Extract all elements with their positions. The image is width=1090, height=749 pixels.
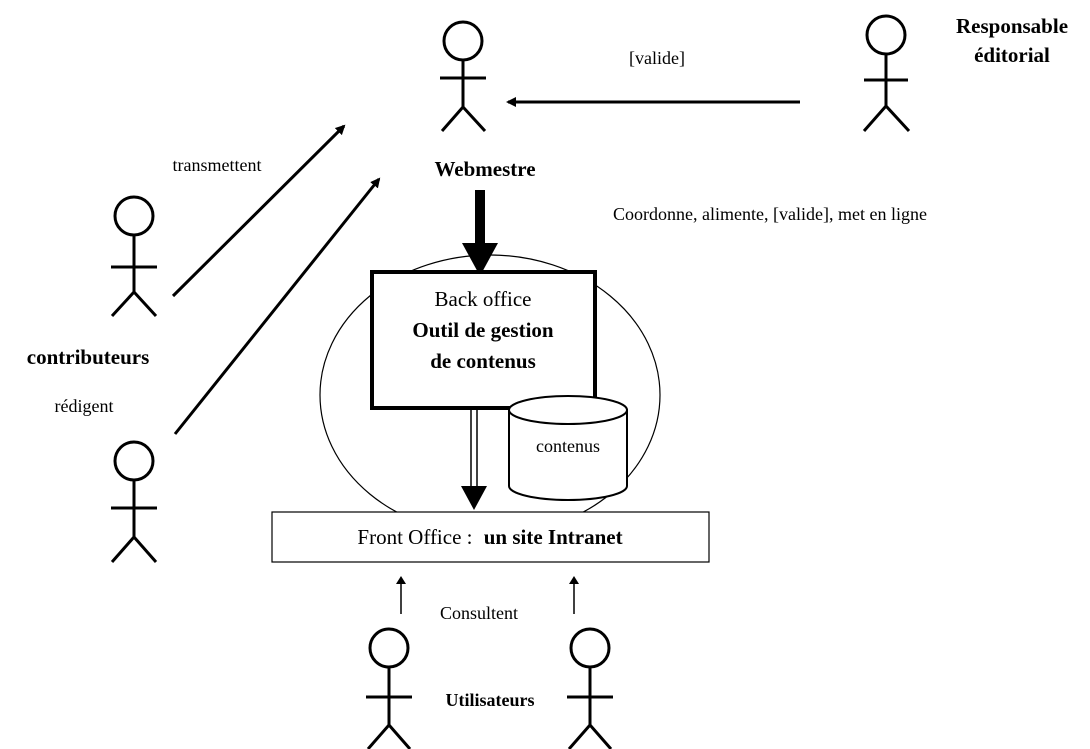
consultent-label: Consultent <box>440 603 518 623</box>
webmestre-label: Webmestre <box>434 157 535 181</box>
utilisateurs-label: Utilisateurs <box>446 690 535 710</box>
responsable-label-line2: éditorial <box>974 43 1050 67</box>
back-office-subtitle-1: Outil de gestion <box>412 318 553 342</box>
contenus-database <box>508 395 628 501</box>
back-office-box <box>370 270 597 410</box>
redigent-label: rédigent <box>55 396 114 416</box>
front-office-prefix: Front Office : <box>357 525 472 549</box>
contributeurs-label: contributeurs <box>27 345 150 369</box>
utilisateur-actor-1 <box>366 627 412 749</box>
back-office-title: Back office <box>435 287 532 311</box>
transmettent-label: transmettent <box>173 155 262 175</box>
redigent-arrow <box>173 177 381 435</box>
coordonne-label: Coordonne, alimente, [valide], met en li… <box>613 204 927 224</box>
publish-arrow <box>461 408 487 510</box>
contributeur-actor-2 <box>110 440 158 563</box>
contributeur-actor-1 <box>110 195 158 318</box>
front-office-box <box>271 511 710 563</box>
webmestre-actor <box>440 20 487 133</box>
coordonne-arrow-head <box>462 243 498 276</box>
valide-label: [valide] <box>629 48 685 68</box>
responsable-actor <box>862 14 911 133</box>
transmettent-arrow <box>171 124 346 298</box>
front-office-label: Front Office : un site Intranet <box>357 525 622 549</box>
responsable-label-line1: Responsable <box>956 14 1068 38</box>
utilisateur-actor-2 <box>567 627 613 749</box>
contenus-label: contenus <box>536 436 600 456</box>
front-office-site: un site Intranet <box>484 525 623 549</box>
back-office-subtitle-2: de contenus <box>430 349 536 373</box>
